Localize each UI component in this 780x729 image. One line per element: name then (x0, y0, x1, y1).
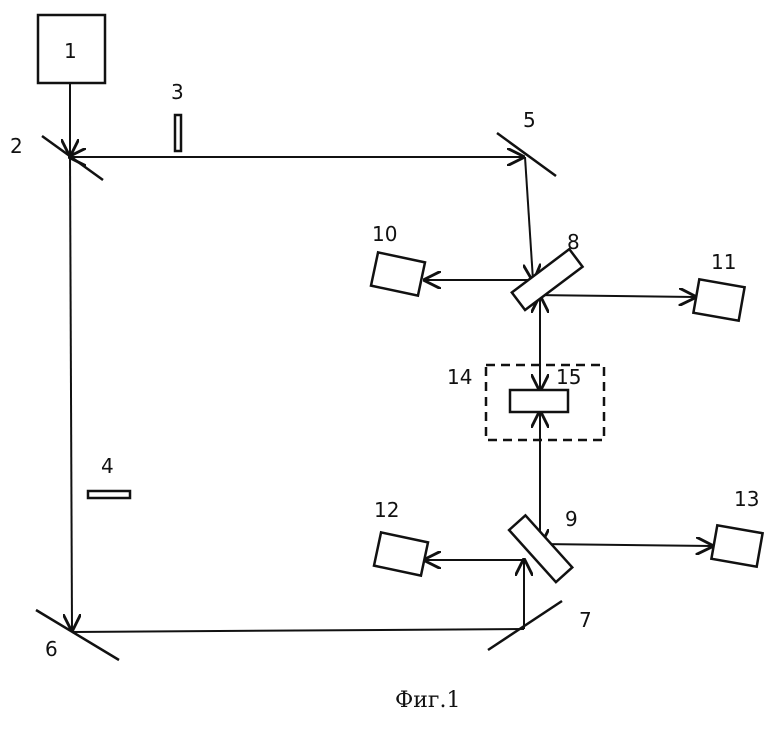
label-5: 5 (523, 108, 536, 132)
detector-13 (711, 525, 762, 566)
label-4: 4 (101, 454, 114, 478)
ray-8-to-detector-11 (533, 295, 695, 297)
sample-15 (510, 390, 568, 412)
label-14: 14 (447, 365, 472, 389)
label-12: 12 (374, 498, 399, 522)
plate-3 (175, 115, 181, 151)
label-10: 10 (372, 222, 397, 246)
label-15: 15 (556, 365, 581, 389)
label-9: 9 (565, 507, 578, 531)
label-13: 13 (734, 487, 759, 511)
plate-4 (88, 491, 130, 498)
label-6: 6 (45, 637, 58, 661)
label-2: 2 (10, 134, 23, 158)
detector-11 (693, 279, 744, 320)
label-1: 1 (64, 39, 77, 63)
label-11: 11 (711, 250, 736, 274)
detector-10 (371, 252, 425, 295)
detector-12 (374, 532, 428, 575)
label-7: 7 (579, 608, 592, 632)
ray-6-to-mirror-7 (72, 629, 524, 632)
label-8: 8 (567, 230, 580, 254)
figure-caption: Фиг.1 (395, 688, 460, 713)
ray-5-to-splitter-8 (525, 157, 533, 280)
label-3: 3 (171, 80, 184, 104)
ray-2-to-mirror-6 (70, 157, 72, 630)
ray-9-to-detector-13 (540, 544, 712, 546)
